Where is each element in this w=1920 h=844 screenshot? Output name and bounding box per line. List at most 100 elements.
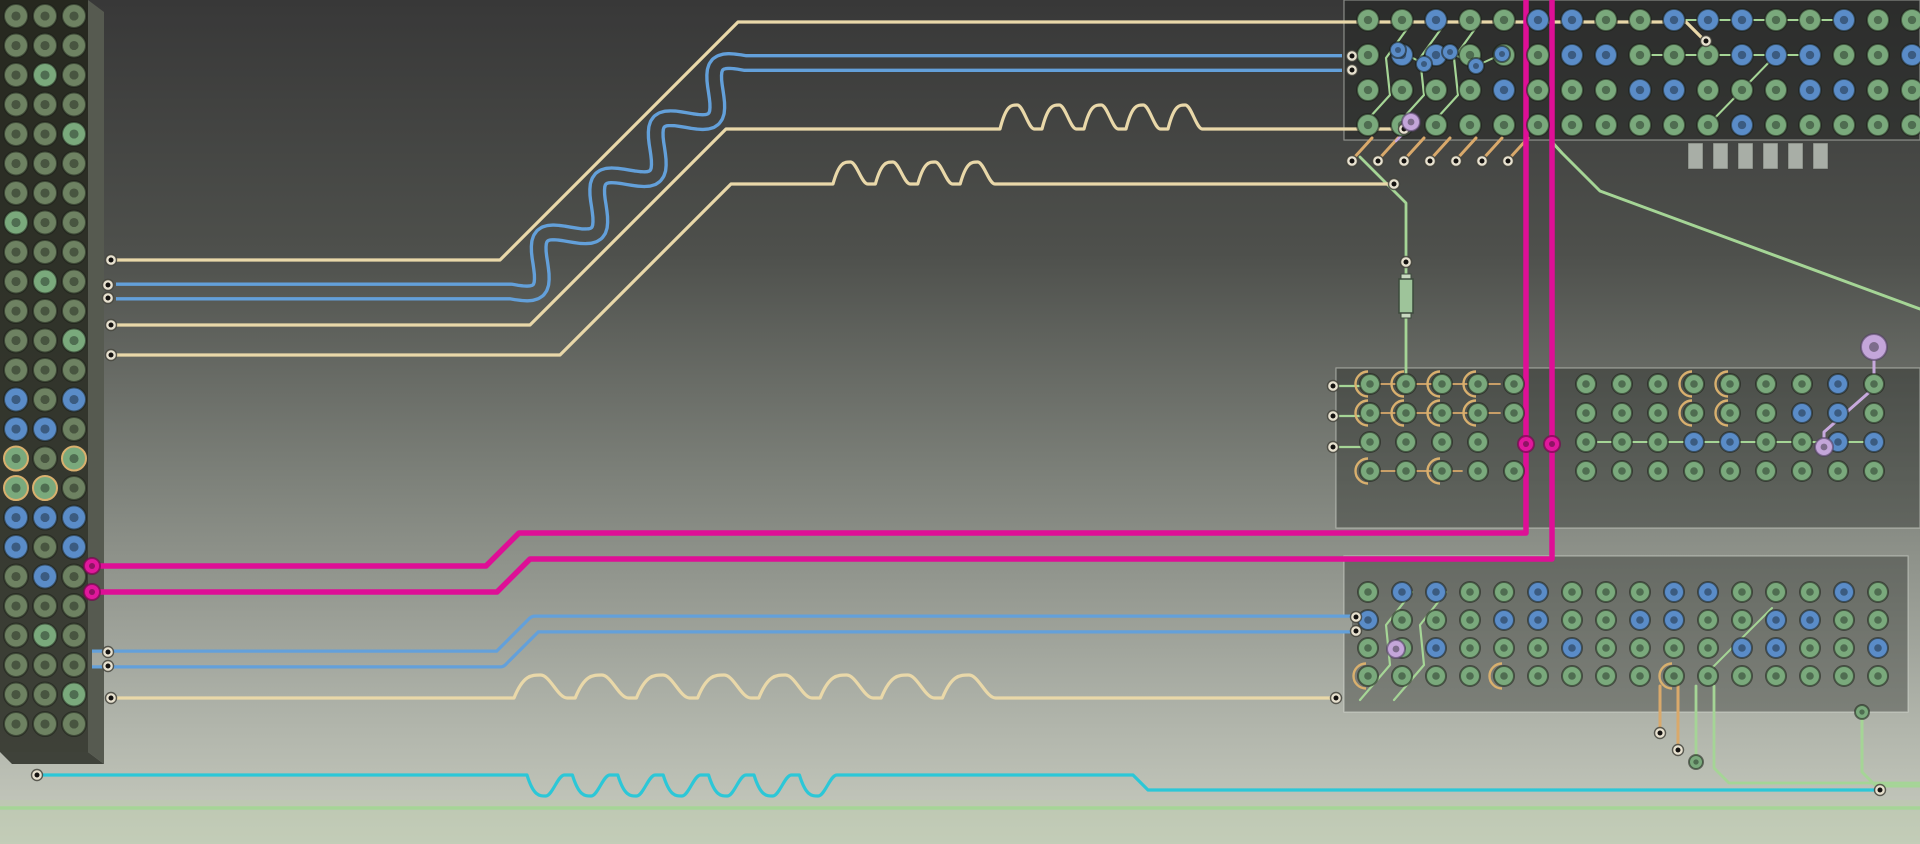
pad-blue[interactable] xyxy=(1424,8,1448,32)
via-pad[interactable] xyxy=(1326,409,1340,423)
pad-olive[interactable] xyxy=(61,62,87,88)
pad-green[interactable] xyxy=(1863,460,1885,482)
pad-green[interactable] xyxy=(1575,431,1597,453)
pad-olive[interactable] xyxy=(32,445,58,472)
pad-blue[interactable] xyxy=(1662,78,1686,102)
pad-green[interactable] xyxy=(1459,609,1481,631)
pad-green[interactable] xyxy=(1647,373,1669,395)
via-pad[interactable] xyxy=(1371,154,1385,168)
trace-cyan-serpentine[interactable] xyxy=(35,773,1880,798)
pad-green[interactable] xyxy=(1595,609,1617,631)
pad-green[interactable] xyxy=(1730,78,1754,102)
pad-olive[interactable] xyxy=(3,711,29,737)
pad-green[interactable] xyxy=(1662,43,1686,67)
pad-blue[interactable] xyxy=(32,504,58,531)
trace-green-diagonal[interactable] xyxy=(1550,140,1920,311)
pad-blue[interactable] xyxy=(1765,609,1787,631)
pad-olive[interactable] xyxy=(61,32,87,59)
pad-green[interactable] xyxy=(1662,113,1686,137)
pad-green[interactable] xyxy=(1629,637,1651,659)
pad-olive[interactable] xyxy=(32,357,58,383)
pad-green[interactable] xyxy=(1827,460,1849,482)
via-pad[interactable] xyxy=(104,348,118,362)
pad-via-green[interactable] xyxy=(1854,704,1870,720)
pad-green[interactable] xyxy=(32,62,58,88)
pad-blue[interactable] xyxy=(1594,43,1618,67)
pad-olive[interactable] xyxy=(61,563,87,590)
pad-blue[interactable] xyxy=(1527,609,1549,631)
pad-blue[interactable] xyxy=(1526,8,1550,32)
pad-green[interactable] xyxy=(1424,113,1448,137)
pad-olive[interactable] xyxy=(61,3,87,29)
pad-olive[interactable] xyxy=(32,239,58,265)
pad-green[interactable] xyxy=(1575,460,1597,482)
pad-green[interactable] xyxy=(1719,460,1741,482)
pad-green[interactable] xyxy=(1424,78,1448,102)
pad-olive[interactable] xyxy=(3,327,29,354)
pad-green[interactable] xyxy=(1391,665,1413,687)
pad-blue[interactable] xyxy=(1629,609,1651,631)
pad-green[interactable] xyxy=(1594,8,1618,32)
pad-olive[interactable] xyxy=(3,652,29,678)
pad-green[interactable] xyxy=(1731,609,1753,631)
pad-olive[interactable] xyxy=(32,3,58,29)
pad-escape[interactable] xyxy=(1719,373,1741,395)
pad-olive[interactable] xyxy=(32,652,58,678)
pad-olive[interactable] xyxy=(61,180,87,206)
pad-green[interactable] xyxy=(1356,8,1380,32)
pad-green[interactable] xyxy=(1575,402,1597,424)
pad-green[interactable] xyxy=(1867,609,1889,631)
pad-green[interactable] xyxy=(1755,431,1777,453)
pad-green[interactable] xyxy=(1594,78,1618,102)
component-ic-bottom-right[interactable] xyxy=(1343,555,1909,713)
pad-blue[interactable] xyxy=(32,563,58,590)
pad-blue[interactable] xyxy=(1391,581,1413,603)
pad-green[interactable] xyxy=(1866,78,1890,102)
pad-olive[interactable] xyxy=(32,209,58,236)
pad-green[interactable] xyxy=(1561,665,1583,687)
pad-olive[interactable] xyxy=(3,357,29,383)
pad-escape[interactable] xyxy=(1493,665,1515,687)
smd-pad[interactable] xyxy=(1762,142,1779,170)
pad-green[interactable] xyxy=(1356,78,1380,102)
pad-blue[interactable] xyxy=(1867,637,1889,659)
pad-escape[interactable] xyxy=(1663,665,1685,687)
pad-green[interactable] xyxy=(1458,78,1482,102)
pad-blue[interactable] xyxy=(1561,637,1583,659)
pad-green[interactable] xyxy=(1663,637,1685,659)
pad-green[interactable] xyxy=(1611,373,1633,395)
pad-magenta[interactable] xyxy=(83,583,101,601)
pad-olive[interactable] xyxy=(32,298,58,324)
via-pad[interactable] xyxy=(1397,154,1411,168)
pad-escape[interactable] xyxy=(1359,373,1381,395)
pad-blue[interactable] xyxy=(1683,431,1705,453)
via-pad[interactable] xyxy=(30,768,44,782)
pad-green[interactable] xyxy=(1833,637,1855,659)
pad-escape[interactable] xyxy=(1357,665,1379,687)
pad-via-blue[interactable] xyxy=(1415,55,1433,73)
pad-green[interactable] xyxy=(1866,43,1890,67)
via-pad[interactable] xyxy=(1329,691,1343,705)
pad-green[interactable] xyxy=(1900,8,1920,32)
pad-green[interactable] xyxy=(1560,113,1584,137)
pad-blue[interactable] xyxy=(1492,78,1516,102)
pad-olive[interactable] xyxy=(3,91,29,118)
trace-fanout-green-3[interactable] xyxy=(1426,20,1482,130)
pad-green[interactable] xyxy=(1359,431,1381,453)
pad-green[interactable] xyxy=(1458,8,1482,32)
pad-green[interactable] xyxy=(1595,637,1617,659)
pad-green[interactable] xyxy=(3,209,29,236)
pad-green[interactable] xyxy=(1357,637,1379,659)
pad-green[interactable] xyxy=(1395,460,1417,482)
pad-green[interactable] xyxy=(1867,581,1889,603)
pad-olive[interactable] xyxy=(61,652,87,678)
pad-green[interactable] xyxy=(1493,637,1515,659)
pad-blue[interactable] xyxy=(1628,78,1652,102)
pad-blue[interactable] xyxy=(1832,8,1856,32)
pad-green[interactable] xyxy=(1526,43,1550,67)
pad-green[interactable] xyxy=(1765,665,1787,687)
pad-olive[interactable] xyxy=(3,622,29,649)
trace-fanout-green-1[interactable] xyxy=(1358,20,1414,130)
